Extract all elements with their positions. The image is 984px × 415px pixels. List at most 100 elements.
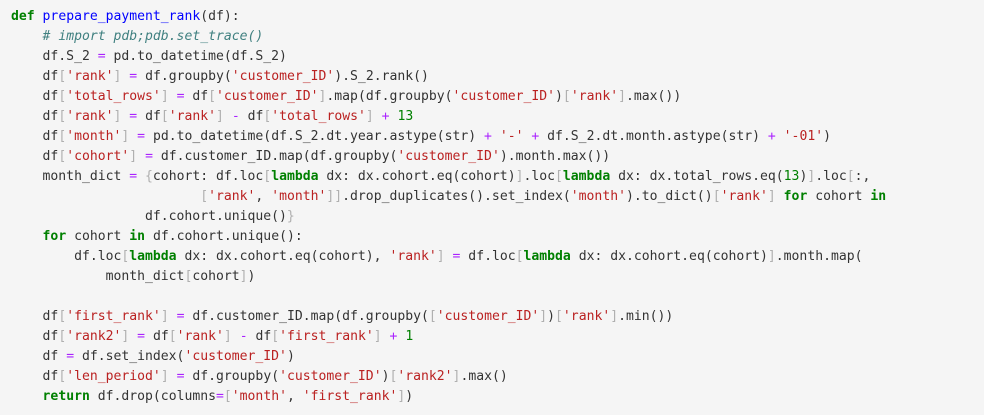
code-token-nm: ).month.max()) (499, 149, 611, 164)
code-token-br: } (286, 209, 295, 224)
code-token-op: = (97, 49, 106, 64)
code-token-op: = (452, 249, 461, 264)
code-token-nm (129, 329, 137, 344)
code-token-br: ] (452, 369, 461, 384)
code-token-op: = (129, 109, 138, 124)
code-token-nm (382, 329, 390, 344)
code-token-nm: cohort (807, 189, 871, 204)
code-token-nm: month_dict (11, 269, 185, 284)
code-token-nm: df (145, 329, 169, 344)
code-token-br: ] (767, 249, 776, 264)
code-token-op: + (484, 129, 492, 144)
code-token-nm: ).to_dict() (625, 189, 713, 204)
code-token-br: [ (263, 169, 272, 184)
code-line: df['rank2'] = df['rank'] - df['first_ran… (11, 327, 984, 347)
code-token-kw: in (129, 229, 146, 244)
code-line: df.S_2 = pd.to_datetime(df.S_2) (11, 47, 984, 67)
code-token-op: = (66, 349, 75, 364)
code-token-br: ] (223, 329, 232, 344)
code-token-kw: return (42, 389, 90, 404)
code-token-br: [ (160, 109, 169, 124)
code-token-br: ] (216, 109, 224, 124)
code-token-br: ] (618, 89, 627, 104)
code-token-br: [ (58, 89, 67, 104)
code-token-str: 'rank' (66, 109, 114, 124)
code-token-nm: .map(df.groupby( (326, 89, 453, 104)
code-token-op: + (531, 129, 540, 144)
code-token-nm: ) (799, 169, 808, 184)
code-token-br: [ (58, 329, 67, 344)
code-token-br: ] (373, 329, 382, 344)
code-token-str: 'customer_ID' (436, 309, 540, 324)
code-token-br: ] (807, 169, 816, 184)
code-line: df['len_period'] = df.groupby('customer_… (11, 367, 984, 387)
code-token-br: ]] (326, 189, 343, 204)
code-token-str: 'customer_ID' (216, 89, 319, 104)
code-token-str: 'total_rows' (271, 109, 366, 124)
code-token-op: = (129, 169, 138, 184)
code-token-nm (11, 189, 200, 204)
code-token-br: [ (208, 89, 217, 104)
code-token-br: ] (239, 269, 248, 284)
code-token-br: [ (428, 309, 437, 324)
code-token-str: 'customer_ID' (231, 69, 335, 84)
code-token-nm: df.customer_ID.map(df.groupby( (152, 149, 398, 164)
code-token-br: [ (562, 89, 571, 104)
code-token-nm: df (11, 149, 59, 164)
code-line: df['rank'] = df['rank'] - df['total_rows… (11, 107, 984, 127)
code-token-br: ] (121, 329, 130, 344)
code-token-br: ] (539, 309, 548, 324)
code-token-str: 'month' (231, 389, 287, 404)
code-token-br: ] (160, 89, 169, 104)
code-token-br: [ (200, 189, 209, 204)
code-token-nm: df.loc (460, 249, 516, 264)
code-token-op: = (216, 389, 224, 404)
code-line: # import pdb;pdb.set_trace() (11, 27, 984, 47)
code-token-nm: month_dict (11, 169, 130, 184)
code-token-nm: (df): (200, 9, 240, 24)
code-token-br: ] (767, 189, 776, 204)
code-token-nm: df.cohort.unique() (11, 209, 287, 224)
code-token-str: 'rank' (66, 69, 114, 84)
code-token-br: [ (58, 129, 67, 144)
code-token-nm (137, 169, 145, 184)
code-token-nm (11, 389, 43, 404)
code-token-op: = (176, 369, 185, 384)
code-line: df['rank'] = df.groupby('customer_ID').S… (11, 67, 984, 87)
code-token-nm: .drop_duplicates().set_index( (342, 189, 571, 204)
code-token-nm: dx: dx.total_rows.eq( (610, 169, 784, 184)
code-token-nm: df.groupby( (137, 69, 232, 84)
code-token-nm: , (255, 189, 272, 204)
code-token-str: 'customer_ID' (397, 149, 500, 164)
code-token-op: = (145, 149, 153, 164)
code-token-br: [ (121, 249, 130, 264)
code-token-br: ] (436, 249, 445, 264)
code-token-nm: pd.to_datetime(df.S_2) (105, 49, 287, 64)
code-token-br: ] (515, 169, 524, 184)
code-token-br: [ (58, 309, 67, 324)
code-token-nm: df (11, 109, 59, 124)
code-token-nm: ) (381, 369, 390, 384)
code-token-br: ] (397, 389, 406, 404)
code-token-nm: ) (547, 309, 556, 324)
code-token-str: 'month' (271, 189, 327, 204)
code-token-str: 'cohort' (66, 149, 130, 164)
code-token-nm (445, 249, 453, 264)
code-token-nm: df (11, 369, 59, 384)
code-token-nm: .max()) (626, 89, 682, 104)
code-token-str: '-' (499, 129, 524, 144)
code-token-nm (11, 229, 43, 244)
code-token-br: { (145, 169, 153, 184)
code-token-str: 'rank' (176, 329, 224, 344)
code-token-nm (492, 129, 500, 144)
code-token-kw: lambda (523, 249, 571, 264)
code-token-nm: .max() (460, 369, 508, 384)
code-token-br: [ (223, 389, 232, 404)
code-line: month_dict[cohort]) (11, 267, 984, 287)
code-token-nm: df (11, 129, 59, 144)
code-token-cm: # import pdb;pdb.set_trace() (42, 29, 264, 44)
code-token-br: [ (555, 309, 563, 324)
code-token-nm: df (11, 309, 59, 324)
code-token-nm: ) (286, 349, 295, 364)
code-token-str: 'rank' (168, 109, 217, 124)
